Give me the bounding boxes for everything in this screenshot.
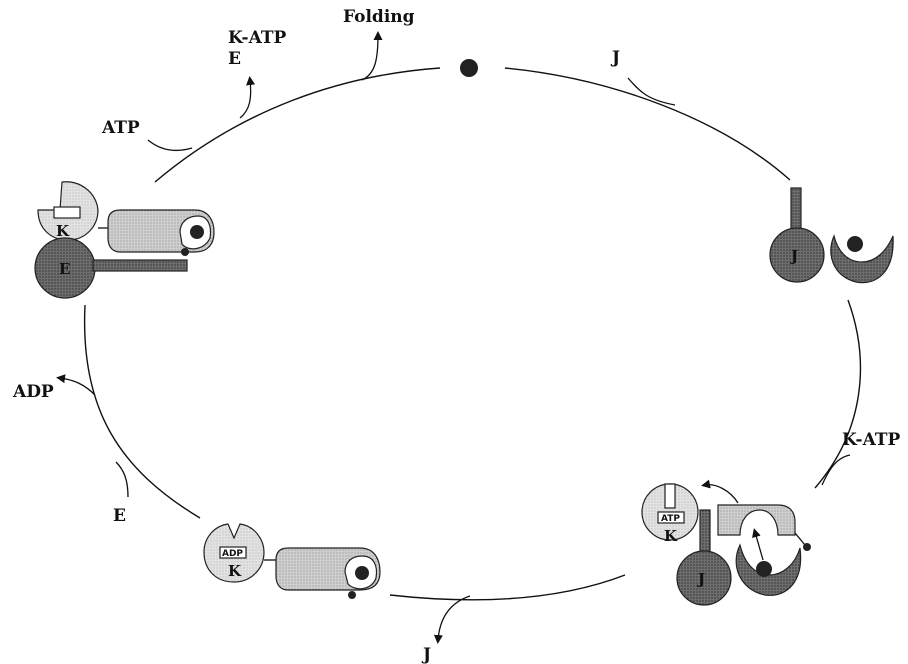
e-label-top: E bbox=[228, 49, 241, 69]
k-protein-3-label: K bbox=[228, 562, 242, 580]
lid-tether bbox=[795, 533, 805, 545]
tether-dot-icon bbox=[803, 543, 811, 551]
j-label-bottom: J bbox=[421, 645, 431, 664]
atp-box-label: ATP bbox=[661, 514, 680, 524]
substrate-dot-icon bbox=[460, 59, 478, 77]
e-in-arrow bbox=[116, 462, 128, 497]
adp-label: ADP bbox=[12, 382, 54, 402]
folding-label: Folding bbox=[343, 7, 415, 27]
j-k-atp-substrate-complex: ATP K J bbox=[642, 484, 811, 605]
k-atp-label-top: K-ATP bbox=[228, 28, 287, 48]
j-protein-2-label: J bbox=[696, 570, 705, 588]
tether-dot-3-icon bbox=[348, 591, 356, 599]
k-protein-4-label: K bbox=[56, 222, 70, 240]
side-arrows bbox=[60, 35, 850, 640]
j-out-arrow-bottom bbox=[438, 596, 470, 640]
folding-out-arrow bbox=[362, 35, 378, 80]
j-label-top: J bbox=[610, 48, 620, 68]
e-label-left: E bbox=[113, 506, 126, 526]
k-atp-label-right: K-ATP bbox=[842, 430, 901, 450]
j-protein-label: J bbox=[789, 247, 798, 265]
k-protein-label: K bbox=[664, 527, 678, 545]
k-atp-e-out-arrow bbox=[240, 80, 251, 118]
trapped-substrate-dot-3-icon bbox=[355, 566, 369, 580]
substrate-shift-arrow bbox=[755, 532, 763, 560]
j-substrate-complex: J bbox=[770, 188, 893, 283]
bound-substrate-dot-icon bbox=[847, 236, 863, 252]
open-nucleotide-box bbox=[54, 207, 80, 218]
atp-label: ATP bbox=[101, 118, 140, 138]
cycle-arc-top-right bbox=[505, 68, 790, 180]
k-adp-substrate-complex: ADP K bbox=[204, 524, 380, 599]
tether-dot-4-icon bbox=[181, 248, 189, 256]
cycle-arc-right bbox=[815, 300, 860, 488]
e-protein-label: E bbox=[59, 260, 70, 278]
hsp70-lid bbox=[718, 505, 795, 535]
cycle-arc-left bbox=[85, 305, 200, 518]
cycle-arc-bottom-right bbox=[390, 575, 625, 600]
substrate-dot-4-icon bbox=[190, 225, 204, 239]
bound-substrate-dot-2-icon bbox=[756, 561, 772, 577]
cycle-arc-top-left bbox=[155, 68, 440, 182]
e-arm bbox=[93, 260, 187, 271]
k-e-substrate-complex: K E bbox=[35, 182, 214, 298]
atp-in-arrow bbox=[148, 140, 192, 150]
j-stalk bbox=[791, 188, 801, 234]
atp-transfer-arrow bbox=[705, 485, 738, 503]
k-protein-cleft bbox=[665, 484, 675, 508]
adp-out-arrow bbox=[60, 378, 95, 395]
adp-box-label: ADP bbox=[222, 549, 243, 559]
